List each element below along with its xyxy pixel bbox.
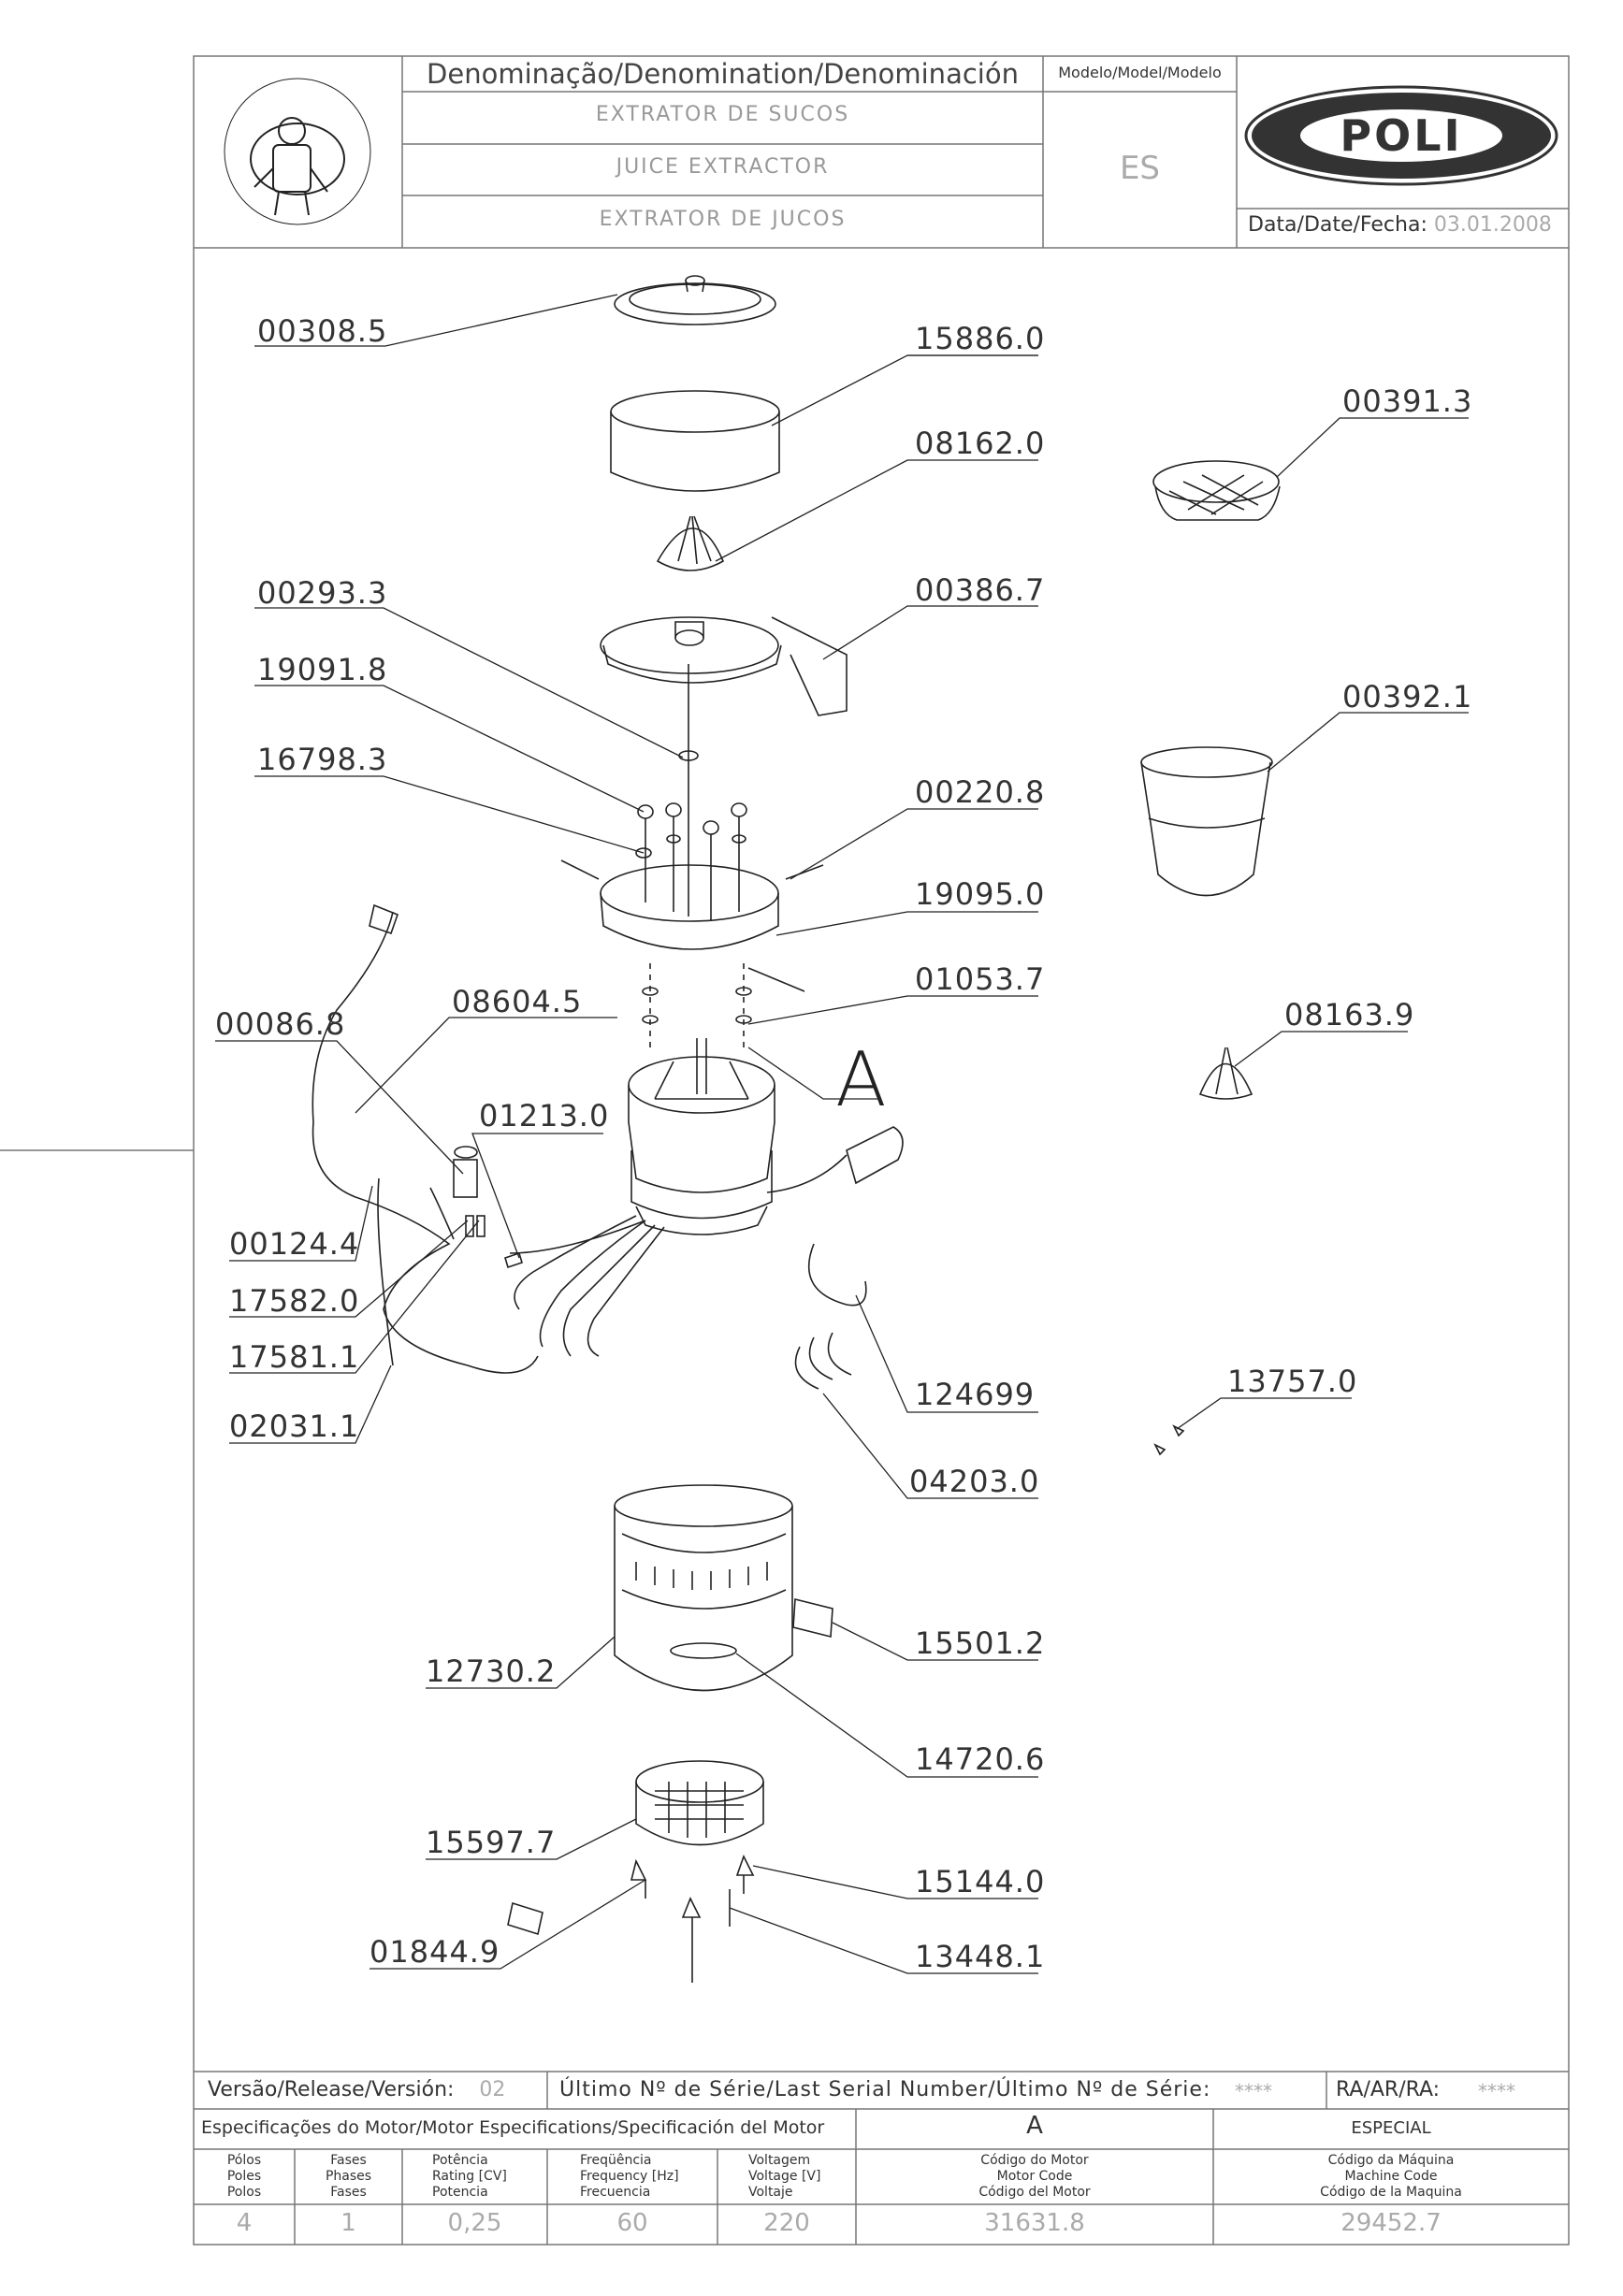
part-label: 00308.5	[257, 313, 388, 349]
serial-label: Último Nº de Série/Last Serial Number/Úl…	[559, 2078, 1211, 2101]
part-label: 01213.0	[479, 1098, 610, 1134]
part-label: 19095.0	[915, 876, 1046, 912]
part-label: 00391.3	[1342, 383, 1473, 419]
part-label: 01844.9	[370, 1934, 500, 1970]
release-label: Versão/Release/Versión:	[208, 2078, 455, 2101]
detail-a-label: A	[835, 1036, 887, 1123]
part-label: 16798.3	[257, 742, 388, 777]
motor-code-value: 31631.8	[984, 2209, 1085, 2237]
part-label: 00386.7	[915, 572, 1046, 608]
part-label: 13448.1	[915, 1939, 1046, 1974]
part-label: 14720.6	[915, 1741, 1046, 1777]
part-label: 13757.0	[1227, 1364, 1358, 1399]
date-value: 03.01.2008	[1433, 213, 1552, 237]
exploded-parts	[312, 275, 1281, 1983]
phases-value: 1	[341, 2209, 356, 2237]
part-label: 01053.7	[915, 961, 1046, 997]
ra-value: ****	[1478, 2080, 1515, 2102]
date-label: Data/Date/Fecha:	[1248, 213, 1427, 237]
model-value: ES	[1119, 150, 1161, 187]
voltage-value: 220	[763, 2209, 810, 2237]
part-label: 00086.8	[215, 1006, 346, 1042]
part-label: 124699	[915, 1377, 1036, 1412]
model-label: Modelo/Model/Modelo	[1058, 64, 1222, 81]
leader-lines	[215, 294, 1469, 1974]
part-label: 15886.0	[915, 321, 1046, 356]
brand-name: POLI	[1340, 110, 1463, 161]
machine-code-value: 29452.7	[1340, 2209, 1442, 2237]
poles-value: 4	[236, 2209, 253, 2237]
authorized-stamp-seal	[224, 78, 371, 225]
part-label: 15144.0	[915, 1864, 1046, 1899]
part-label: 04203.0	[909, 1464, 1040, 1499]
ra-label: RA/AR/RA:	[1336, 2078, 1441, 2101]
detail-a-leader	[747, 1047, 879, 1100]
motor-column-value: A	[1026, 2112, 1043, 2140]
release-value: 02	[479, 2078, 506, 2101]
part-label: 02031.1	[229, 1408, 360, 1444]
name-spanish: EXTRATOR DE JUCOS	[599, 208, 847, 231]
part-label: 19091.8	[257, 652, 388, 687]
name-portuguese: EXTRATOR DE SUCOS	[595, 103, 850, 126]
part-label: 00220.8	[915, 774, 1046, 810]
motor-spec-label: Especificações do Motor/Motor Especifica…	[201, 2117, 825, 2138]
special-label: ESPECIAL	[1351, 2118, 1431, 2138]
part-label: 00392.1	[1342, 679, 1473, 715]
part-label: 08163.9	[1284, 997, 1415, 1032]
part-label: 08604.5	[452, 984, 583, 1019]
part-label: 00124.4	[229, 1226, 360, 1262]
poli-logo	[1244, 85, 1558, 186]
denomination-label: Denominação/Denomination/Denominación	[427, 58, 1019, 90]
part-label: 08162.0	[915, 426, 1046, 461]
serial-value: ****	[1235, 2080, 1272, 2102]
part-label: 15597.7	[426, 1825, 557, 1860]
part-label: 12730.2	[426, 1653, 557, 1689]
rating-value: 0,25	[447, 2209, 502, 2237]
name-english: JUICE EXTRACTOR	[616, 155, 830, 179]
part-label: 15501.2	[915, 1625, 1046, 1661]
part-label: 00293.3	[257, 575, 388, 611]
part-label: 17581.1	[229, 1339, 360, 1375]
part-label: 17582.0	[229, 1283, 360, 1319]
frequency-value: 60	[616, 2209, 648, 2237]
